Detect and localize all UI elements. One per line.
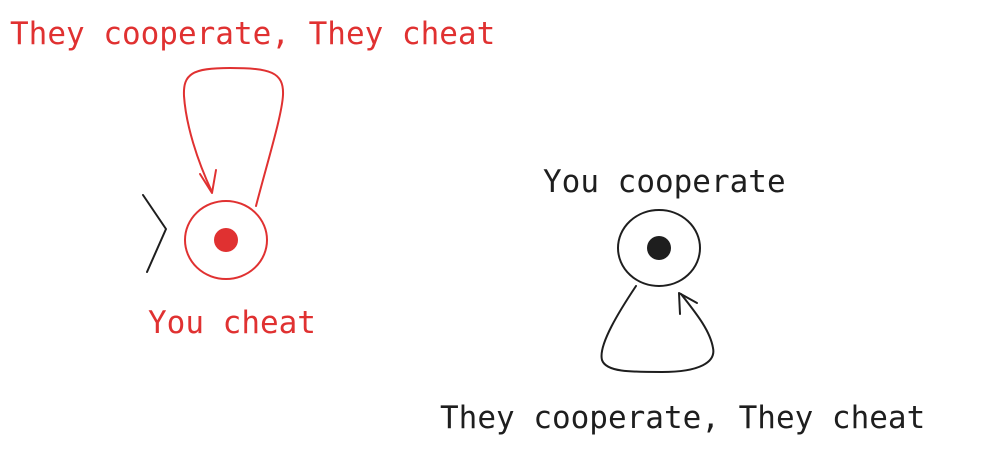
cheat-state-label: You cheat bbox=[148, 305, 316, 341]
cheat-self-loop-label: They cooperate, They cheat bbox=[10, 16, 495, 52]
cooperate-state-node[interactable] bbox=[617, 209, 701, 287]
cheat-self-loop-edge bbox=[182, 66, 285, 207]
cheat-self-loop-arrowhead bbox=[199, 169, 217, 194]
cooperate-self-loop-label: They cooperate, They cheat bbox=[440, 400, 925, 436]
cheat-state-node[interactable] bbox=[184, 200, 268, 280]
start-marker bbox=[142, 194, 167, 273]
cooperate-state-dot bbox=[647, 236, 671, 260]
cheat-state: They cooperate, They cheat You cheat bbox=[10, 16, 495, 341]
cheat-state-dot bbox=[214, 228, 238, 252]
cooperate-state: You cooperate They cooperate, They cheat bbox=[440, 164, 925, 436]
cooperate-state-label: You cooperate bbox=[543, 164, 786, 200]
cooperate-self-loop-edge bbox=[600, 285, 715, 374]
cooperate-self-loop-arrowhead bbox=[678, 292, 698, 315]
